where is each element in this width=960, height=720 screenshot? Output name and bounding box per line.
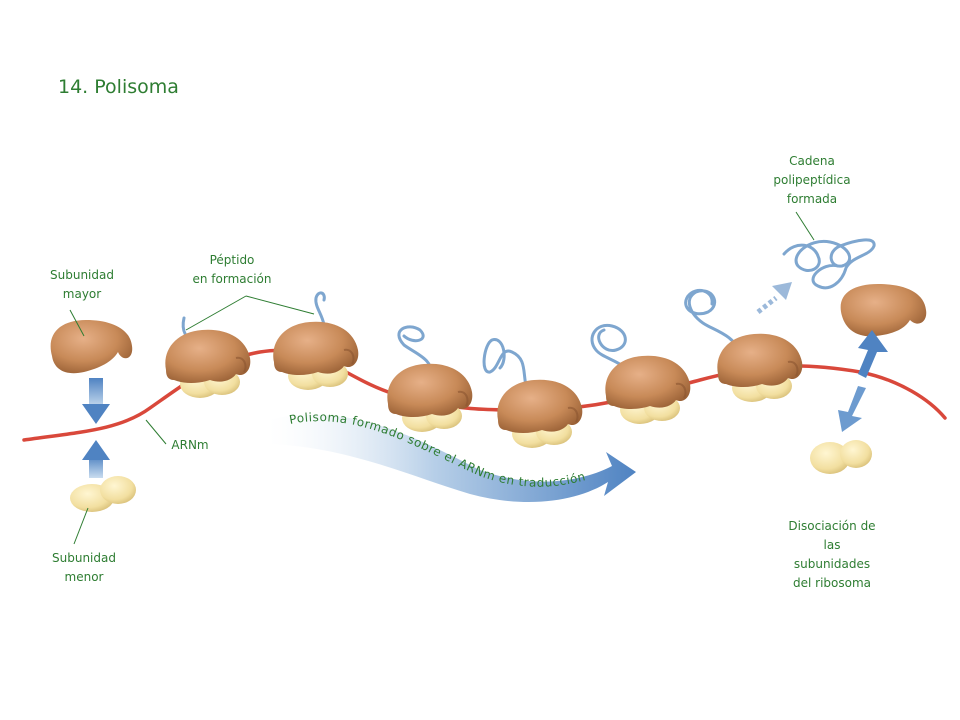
mrna-strand <box>22 348 947 442</box>
label-peptido: Péptido en formación <box>192 253 272 286</box>
ribosome-6 <box>716 332 804 403</box>
release-dashed-arrow <box>756 296 778 314</box>
callout-lines <box>69 211 815 545</box>
ribosome-5 <box>604 354 692 425</box>
label-subunidad-mayor: Subunidad mayor <box>50 268 114 301</box>
page-title: 14. Polisoma <box>58 76 179 98</box>
ribosome-2 <box>272 320 360 391</box>
label-arnm: ARNm <box>171 438 209 452</box>
ribosome-3 <box>386 362 474 433</box>
polysome-arrow <box>268 414 636 503</box>
ribosome-4 <box>496 378 584 449</box>
large-subunit-free <box>50 320 133 374</box>
label-disociacion: Disociación de las subunidades del ribos… <box>788 519 876 590</box>
large-subunit-released <box>840 284 927 337</box>
label-cadena: Cadena polipeptídica formada <box>773 154 851 206</box>
small-subunit-released <box>810 440 872 474</box>
dissociation-arrows <box>838 330 888 432</box>
label-subunidad-menor: Subunidad menor <box>52 551 116 584</box>
assembly-arrows <box>82 378 110 478</box>
small-subunit-free <box>70 476 136 512</box>
